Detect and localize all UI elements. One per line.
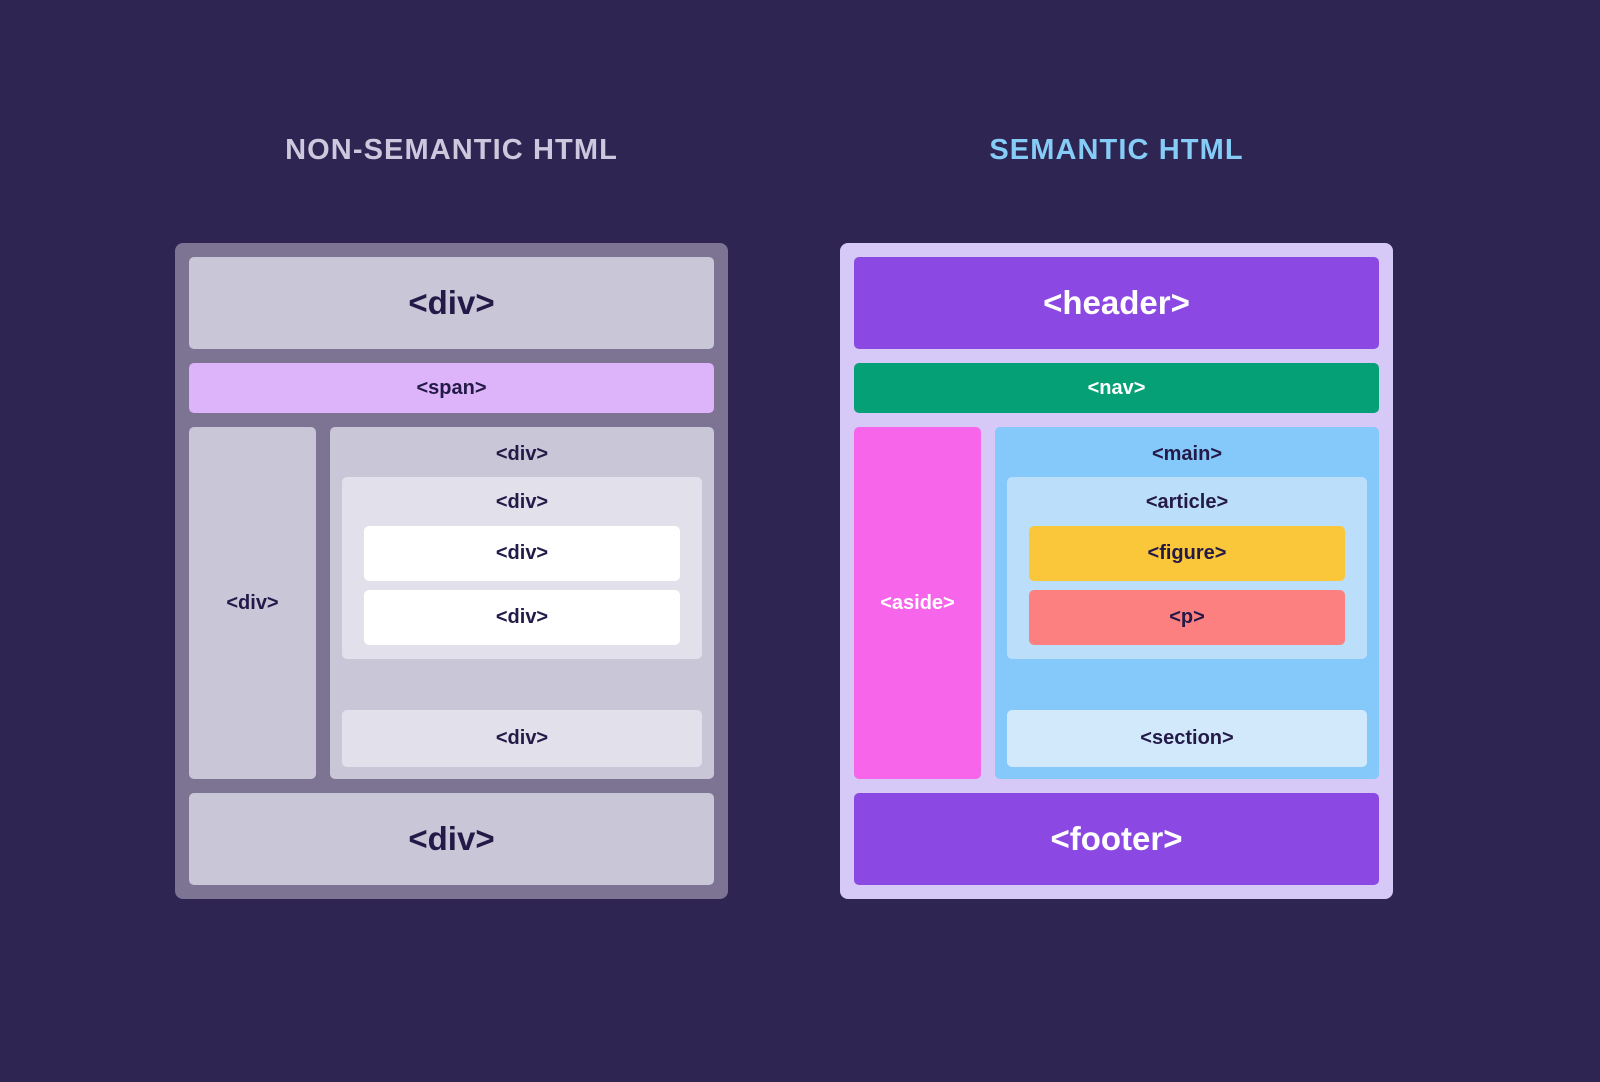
block-label: <figure> [1147, 542, 1227, 564]
semantic-block-main: <main> <article> <figure> <p> <section> [995, 427, 1379, 779]
non-semantic-block-article-div: <div> <div> <div> [342, 477, 702, 659]
non-semantic-block-top-div: <div> [189, 257, 714, 349]
block-label: <div> [408, 284, 495, 321]
block-label: <nav> [1087, 376, 1146, 399]
block-label: <div> [495, 542, 549, 564]
block-label: <div> [226, 591, 279, 614]
block-label: <aside> [880, 591, 955, 614]
semantic-block-nav: <nav> [854, 363, 1379, 413]
semantic-layout-frame: <header> <nav> <aside> <main> <article> … [840, 243, 1393, 899]
block-label: <section> [1140, 727, 1234, 749]
semantic-block-aside: <aside> [854, 427, 981, 779]
non-semantic-block-figure-div: <div> [364, 526, 680, 581]
semantic-block-header: <header> [854, 257, 1379, 349]
non-semantic-layout-frame: <div> <span> <div> <div> <div> <div> <di… [175, 243, 728, 899]
semantic-block-footer: <footer> [854, 793, 1379, 885]
non-semantic-block-sidebar-div: <div> [189, 427, 316, 779]
non-semantic-block-section-div: <div> [342, 710, 702, 767]
non-semantic-block-footer-div: <div> [189, 793, 714, 885]
non-semantic-block-paragraph-div: <div> [364, 590, 680, 645]
non-semantic-middle-row: <div> <div> <div> <div> <div> <div> [189, 427, 714, 779]
non-semantic-block-main-div: <div> <div> <div> <div> <div> [330, 427, 714, 779]
block-label: <p> [1169, 606, 1205, 628]
semantic-panel-title: SEMANTIC HTML [989, 134, 1244, 166]
block-label: <span> [416, 376, 487, 399]
semantic-middle-row: <aside> <main> <article> <figure> <p> <s… [854, 427, 1379, 779]
non-semantic-panel-title: NON-SEMANTIC HTML [285, 134, 618, 166]
block-label: <div> [495, 727, 549, 749]
block-label: <header> [1043, 284, 1190, 321]
block-label: <article> [1145, 491, 1229, 513]
non-semantic-block-span: <span> [189, 363, 714, 413]
semantic-block-paragraph: <p> [1029, 590, 1345, 645]
block-label: <main> [1151, 443, 1223, 465]
block-label: <div> [495, 606, 549, 628]
block-label: <div> [495, 491, 549, 513]
semantic-block-article: <article> <figure> <p> [1007, 477, 1367, 659]
block-label: <div> [495, 443, 549, 465]
semantic-block-section: <section> [1007, 710, 1367, 767]
block-label: <div> [408, 820, 495, 857]
semantic-block-figure: <figure> [1029, 526, 1345, 581]
block-label: <footer> [1050, 820, 1183, 857]
